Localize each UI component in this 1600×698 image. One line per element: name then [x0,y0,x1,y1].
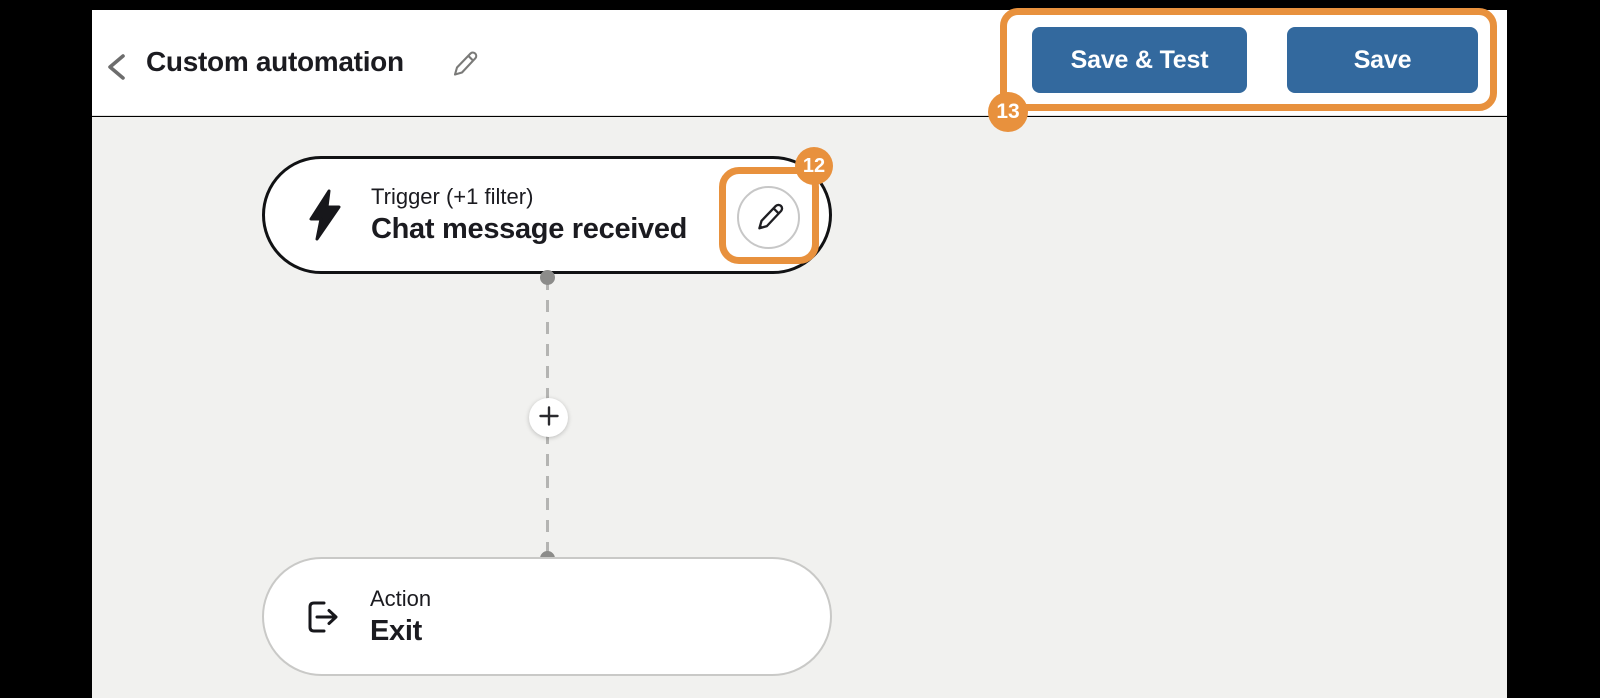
action-node[interactable]: Action Exit [262,557,832,676]
trigger-title: Chat message received [371,213,688,245]
trigger-node-text: Trigger (+1 filter) Chat message receive… [371,183,687,247]
edit-trigger-button[interactable] [737,186,800,249]
back-button[interactable] [98,48,136,88]
pencil-icon [753,200,785,235]
save-and-test-button[interactable]: Save & Test [1032,27,1247,93]
save-button[interactable]: Save [1287,27,1478,93]
lightning-bolt-icon [301,188,347,242]
page-title: Custom automation [146,46,404,77]
add-step-button[interactable] [529,398,568,437]
action-node-text: Action Exit [370,585,431,649]
exit-arrow-icon [300,596,346,638]
plus-icon [538,405,560,430]
action-title: Exit [370,614,422,647]
pencil-icon [449,48,479,81]
chevron-left-icon [104,52,130,85]
connector-dot-top [540,270,555,285]
rename-automation-button[interactable] [444,44,484,84]
trigger-type-label: Trigger (+1 filter) [371,184,534,209]
header-bar: Custom automation Save & Test Save [92,10,1507,116]
action-type-label: Action [370,585,432,611]
